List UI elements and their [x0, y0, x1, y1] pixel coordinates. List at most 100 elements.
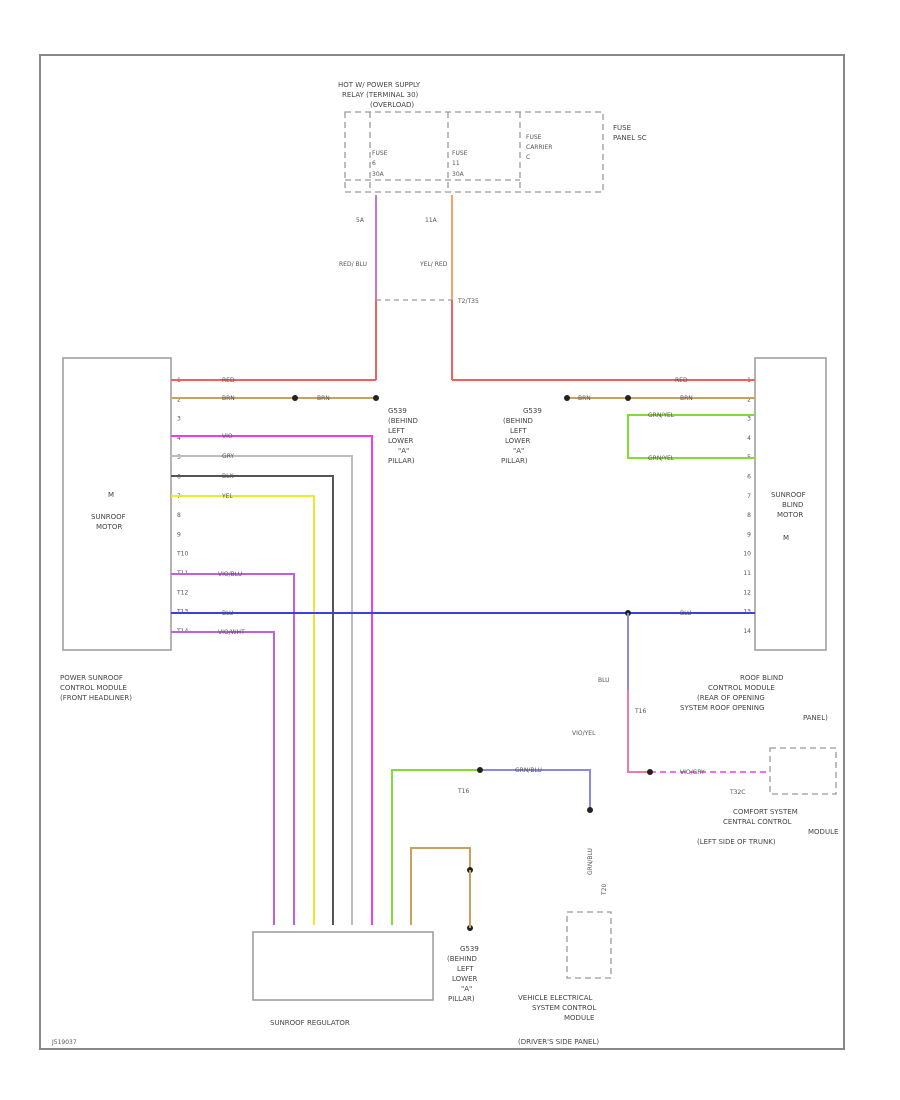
fuse-6-label: FUSE	[372, 150, 388, 157]
regulator-caption: SUNROOF REGULATOR	[270, 1019, 350, 1027]
ground-mid-label: G539 (BEHIND LEFT LOWER "A" PILLAR)	[501, 407, 542, 465]
wire-label-blu-branch: BLU	[598, 677, 610, 684]
sunroof-regulator: SUNROOF REGULATOR	[252, 931, 434, 1027]
ground-left-l1: G539	[388, 407, 407, 415]
ground-left-l5: "A"	[398, 447, 409, 455]
fuse-panel-outline	[344, 111, 604, 193]
left-caption3: (FRONT HEADLINER)	[60, 694, 132, 702]
right-module-pin: 7	[747, 493, 751, 500]
left-caption2: CONTROL MODULE	[60, 684, 127, 692]
comfort-l4: (LEFT SIDE OF TRUNK)	[697, 838, 776, 846]
supply-title-line3: (OVERLOAD)	[370, 101, 414, 109]
vehicle-electrical-module: VEHICLE ELECTRICAL SYSTEM CONTROL MODULE…	[518, 911, 612, 1046]
fuse-panel-name: FUSE	[613, 124, 631, 132]
wire-label-yel: YEL	[221, 493, 233, 500]
vehicle-l2: SYSTEM CONTROL	[532, 1004, 596, 1012]
right-module-pin: 3	[747, 416, 751, 423]
right-module-pin: 12	[743, 589, 751, 596]
wire-label-blu-left: BLU	[222, 610, 234, 617]
right-motor-label2: BLIND	[782, 501, 803, 509]
right-caption1: ROOF BLIND	[740, 674, 784, 682]
left-module-pin: 4	[177, 435, 181, 442]
wire-label-blu-right: BLU	[680, 610, 692, 617]
wire-label-red-left: RED	[222, 377, 235, 384]
supply-title-line2: RELAY (TERMINAL 30)	[342, 91, 419, 99]
harness-wires: RED RED BRN BRN BRN BRN GRN/YEL GRN/YEL …	[171, 377, 770, 931]
ground-left-l2: (BEHIND	[388, 417, 418, 425]
connector-t16-left: T16	[457, 788, 469, 795]
comfort-module-outline	[769, 747, 837, 795]
vehicle-l3: MODULE	[564, 1014, 594, 1022]
wire-label-grn-blu: GRN/BLU	[515, 767, 542, 774]
vehicle-l4: (DRIVER'S SIDE PANEL)	[518, 1038, 599, 1046]
wire-label-brn-left2: BRN	[317, 395, 330, 402]
left-caption1: POWER SUNROOF	[60, 674, 123, 682]
ground-left-label: G539 (BEHIND LEFT LOWER "A" PILLAR)	[388, 407, 418, 465]
ground-mid-l2: (BEHIND	[503, 417, 533, 425]
diagram-frame	[39, 54, 845, 1050]
ground-mid-l5: "A"	[513, 447, 524, 455]
wire-label-vio-yel: VIO/YEL	[572, 730, 596, 737]
wire-label-brn-right: BRN	[578, 395, 591, 402]
left-module-box	[62, 357, 172, 651]
right-motor-icon: M	[783, 534, 789, 542]
left-module-pin: 5	[177, 454, 181, 461]
comfort-l2: CENTRAL CONTROL	[723, 818, 792, 826]
right-motor-label3: MOTOR	[777, 511, 803, 519]
right-caption4: SYSTEM ROOF OPENING	[680, 704, 764, 712]
right-module-pin: 8	[747, 512, 751, 519]
connector-t16-right: T16	[634, 708, 646, 715]
fuse-carrier-label: FUSE	[526, 134, 542, 141]
fuse-carrier-id: C	[526, 154, 530, 161]
comfort-system-module: COMFORT SYSTEM CENTRAL CONTROL MODULE (L…	[697, 747, 838, 846]
left-module-pin: T10	[176, 551, 188, 558]
fuse-panel: HOT W/ POWER SUPPLY RELAY (TERMINAL 30) …	[338, 81, 647, 224]
ground-mid-l3: LEFT	[510, 427, 527, 435]
wire-label-grn-yel-2: GRN/YEL	[648, 455, 675, 462]
power-sunroof-control-module: M SUNROOF MOTOR 123456789T10T11T12T13T14…	[60, 357, 188, 702]
ground-left-l6: PILLAR)	[388, 457, 415, 465]
supply-wires: RED/ BLU YEL/ RED T2/T35	[339, 195, 479, 380]
wire-label-brn-right2: BRN	[680, 395, 693, 402]
right-module-pin: 6	[747, 474, 751, 481]
left-module-pin: 3	[177, 416, 181, 423]
connector-t2-t35: T2/T35	[457, 298, 479, 305]
right-caption2: CONTROL MODULE	[708, 684, 775, 692]
comfort-l1: COMFORT SYSTEM	[733, 808, 798, 816]
right-module-box	[754, 357, 827, 651]
ground-bottom-l6: PILLAR)	[448, 995, 475, 1003]
fuse-panel-name2: PANEL SC	[613, 134, 647, 142]
right-caption5: PANEL)	[803, 714, 828, 722]
roof-blind-control-module: SUNROOF BLIND MOTOR M 123456789101112131…	[680, 357, 828, 722]
left-motor-label1: SUNROOF	[91, 513, 126, 521]
left-module-pin: 9	[177, 531, 181, 538]
fuse-pin-5a: 5A	[356, 217, 365, 224]
ground-bottom-label: G539 (BEHIND LEFT LOWER "A" PILLAR)	[447, 945, 479, 1003]
right-module-pin: 14	[743, 628, 751, 635]
wire-label-blk: BLK	[222, 473, 234, 480]
left-module-pin: 8	[177, 512, 181, 519]
right-module-pin: 9	[747, 531, 751, 538]
fuse-11-rating: 30A	[452, 171, 465, 178]
ground-bottom-l5: "A"	[461, 985, 472, 993]
fuse-11-number: 11	[452, 160, 460, 167]
ground-left-l3: LEFT	[388, 427, 405, 435]
wire-label-yel-red: YEL/ RED	[419, 261, 448, 268]
wire-label-grn-blu-vert: GRN/BLU	[587, 848, 594, 875]
wire-label-gry: GRY	[222, 453, 234, 460]
ground-bottom-l2: (BEHIND	[447, 955, 477, 963]
wire-label-vio-blu: VIO/BLU	[218, 571, 242, 578]
wire-label-vio-gry: VIO/GRY	[680, 769, 705, 776]
left-motor-icon: M	[108, 491, 114, 499]
fuse-11-label: FUSE	[452, 150, 468, 157]
vehicle-module-outline	[566, 911, 612, 979]
ground-left-l4: LOWER	[388, 437, 414, 445]
ground-bottom-l4: LOWER	[452, 975, 478, 983]
ground-mid-l6: PILLAR)	[501, 457, 528, 465]
right-module-pin: 10	[743, 551, 751, 558]
corner-code: J519037	[51, 1039, 77, 1046]
left-motor-label2: MOTOR	[96, 523, 122, 531]
ground-bottom-l1: G539	[460, 945, 479, 953]
connector-t20: T20	[601, 884, 608, 896]
